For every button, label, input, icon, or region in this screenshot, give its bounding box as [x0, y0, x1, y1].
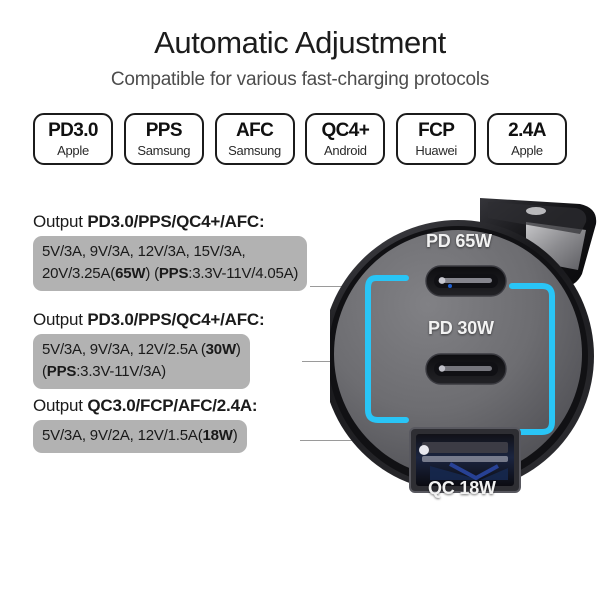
spec-block-qc18: Output QC3.0/FCP/AFC/2.4A: 5V/3A, 9V/2A,… [33, 396, 258, 453]
spec-values-box: 5V/3A, 9V/2A, 12V/1.5A(18W) [33, 420, 247, 453]
badge-protocol-name: PPS [145, 120, 183, 141]
spec-pps-label: PPS [158, 264, 189, 282]
protocol-badge-pd30: PD3.0 Apple [33, 113, 113, 165]
charger-illustration [330, 198, 597, 493]
spec-heading: Output QC3.0/FCP/AFC/2.4A: [33, 396, 258, 416]
badge-protocol-name: AFC [235, 120, 274, 141]
spec-line-1-b: ) [235, 341, 241, 358]
badge-protocol-name: QC4+ [321, 120, 370, 141]
spec-pps-label: PPS [46, 362, 77, 380]
badge-brand-name: Samsung [137, 143, 191, 158]
protocol-badge-qc4plus: QC4+ Android [305, 113, 386, 165]
badge-brand-name: Apple [57, 143, 89, 158]
car-charger-product-image [330, 178, 600, 533]
header: Automatic Adjustment Compatible for vari… [0, 0, 600, 91]
spec-heading: Output PD3.0/PPS/QC4+/AFC: [33, 310, 265, 330]
badge-brand-name: Android [324, 143, 367, 158]
badge-brand-name: Samsung [228, 143, 281, 158]
spec-heading: Output PD3.0/PPS/QC4+/AFC: [33, 212, 307, 232]
protocol-badge-afc: AFC Samsung [214, 113, 295, 165]
spec-line-2-b: ) ( [145, 264, 159, 282]
spec-power-value: 65W [115, 264, 146, 282]
spec-line-2-a: 20V/3.25A( [42, 264, 116, 282]
badge-brand-name: Apple [511, 143, 543, 158]
spec-block-pd65: Output PD3.0/PPS/QC4+/AFC: 5V/3A, 9V/3A,… [33, 212, 308, 291]
spec-line-2: (PPS:3.3V-11V/3A) [42, 361, 241, 383]
spec-line-2-b: :3.3V-11V/3A) [76, 362, 166, 380]
protocol-badge-pps: PPS Samsung [123, 113, 204, 165]
spec-heading-protocols: QC3.0/FCP/AFC/2.4A: [87, 396, 258, 415]
port-label-pd30: PD 30W [428, 318, 494, 338]
badge-protocol-name: 2.4A [508, 120, 546, 141]
spec-heading-prefix: Output [33, 396, 88, 415]
spec-heading-prefix: Output [33, 310, 88, 329]
usb-c-port-30w [425, 353, 507, 385]
led-accent-right [509, 283, 555, 435]
spec-block-pd30: Output PD3.0/PPS/QC4+/AFC: 5V/3A, 9V/3A,… [33, 310, 265, 389]
spec-line-1-a: 5V/3A, 9V/2A, 12V/1.5A( [42, 427, 203, 444]
spec-values-box: 5V/3A, 9V/3A, 12V/2.5A (30W) (PPS:3.3V-1… [33, 334, 250, 389]
usb-c-port-65w [425, 265, 507, 297]
spec-heading-prefix: Output [33, 212, 88, 231]
spec-power-value: 30W [205, 341, 236, 358]
port-label-qc18: QC 18W [428, 478, 496, 498]
badge-brand-name: Huawei [415, 143, 457, 158]
spec-values-box: 5V/3A, 9V/3A, 12V/3A, 15V/3A, 20V/3.25A(… [33, 236, 308, 291]
badge-protocol-name: PD3.0 [48, 120, 98, 141]
page-subtitle: Compatible for various fast-charging pro… [110, 69, 490, 91]
led-accent-left [365, 275, 409, 423]
spec-heading-protocols: PD3.0/PPS/QC4+/AFC: [87, 212, 265, 231]
spec-line-1: 5V/3A, 9V/2A, 12V/1.5A(18W) [42, 425, 238, 447]
spec-line-1-a: 5V/3A, 9V/3A, 12V/2.5A ( [42, 341, 206, 358]
protocol-badge-row: PD3.0 Apple PPS Samsung AFC Samsung QC4+… [33, 113, 567, 165]
usb-a-port-18w [409, 427, 521, 493]
badge-protocol-name: FCP [418, 120, 455, 141]
protocol-badge-fcp: FCP Huawei [396, 113, 477, 165]
spec-line-2: 20V/3.25A(65W) (PPS:3.3V-11V/4.05A) [42, 263, 298, 285]
page-title: Automatic Adjustment [154, 25, 446, 60]
spec-line-2-a: ( [42, 362, 47, 380]
spec-line-1-b: ) [232, 427, 238, 444]
protocol-badge-24a: 2.4A Apple [486, 113, 567, 165]
port-label-pd65: PD 65W [426, 231, 492, 251]
spec-heading-protocols: PD3.0/PPS/QC4+/AFC: [87, 310, 265, 329]
spec-line-2-c: :3.3V-11V/4.05A) [188, 264, 299, 282]
spec-line-1: 5V/3A, 9V/3A, 12V/2.5A (30W) [42, 339, 241, 361]
spec-power-value: 18W [202, 427, 233, 444]
spec-line-1: 5V/3A, 9V/3A, 12V/3A, 15V/3A, [42, 243, 246, 260]
